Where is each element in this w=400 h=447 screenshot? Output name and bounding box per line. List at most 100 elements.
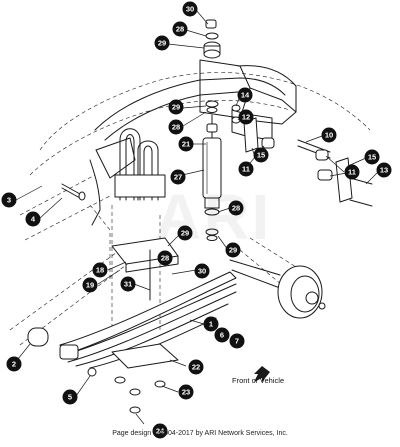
callout-number: 23 bbox=[182, 388, 190, 397]
callout-number: 11 bbox=[242, 165, 250, 174]
callout-28: 28 bbox=[172, 21, 188, 37]
callout-circle bbox=[194, 263, 210, 279]
callout-number: 28 bbox=[232, 204, 240, 213]
callout-circle bbox=[228, 200, 244, 216]
callout-number: 22 bbox=[192, 363, 200, 372]
callout-circle bbox=[168, 99, 184, 115]
callout-circle bbox=[203, 316, 219, 332]
callout-number: 6 bbox=[220, 331, 224, 340]
callout-circle bbox=[120, 276, 136, 292]
callout-number: 19 bbox=[86, 281, 94, 290]
callout-number: 13 bbox=[380, 166, 388, 175]
callout-10: 10 bbox=[321, 127, 337, 143]
callout-circle bbox=[237, 87, 253, 103]
callout-number: 30 bbox=[198, 267, 206, 276]
callout-30: 30 bbox=[182, 1, 198, 17]
callout-number: 12 bbox=[242, 113, 250, 122]
callout-circle bbox=[152, 423, 168, 439]
callout-15: 15 bbox=[364, 149, 380, 165]
callout-number: 4 bbox=[31, 215, 36, 224]
callout-circle bbox=[253, 147, 269, 163]
callout-circle bbox=[344, 164, 360, 180]
callout-31: 31 bbox=[120, 276, 136, 292]
callout-circle bbox=[62, 389, 78, 405]
callout-number: 18 bbox=[96, 266, 104, 275]
callout-circle bbox=[214, 327, 230, 343]
callout-number: 5 bbox=[68, 393, 72, 402]
bottom-plate bbox=[87, 343, 179, 414]
callout-circle bbox=[225, 242, 241, 258]
callout-circle bbox=[157, 250, 173, 266]
callout-circle bbox=[172, 21, 188, 37]
callout-number: 30 bbox=[186, 5, 194, 14]
callout-24: 24 bbox=[152, 423, 168, 439]
axle-hub bbox=[229, 259, 326, 319]
callout-number: 31 bbox=[124, 280, 132, 289]
callout-27: 27 bbox=[170, 169, 186, 185]
top-bushing-stack bbox=[203, 19, 221, 59]
callout-number: 28 bbox=[172, 123, 180, 132]
callout-21: 21 bbox=[178, 136, 194, 152]
callout-6: 6 bbox=[214, 327, 230, 343]
callout-7: 7 bbox=[229, 333, 245, 349]
callout-circle bbox=[178, 136, 194, 152]
callout-4: 4 bbox=[25, 211, 41, 227]
copyright-footer: Page design © 2004-2017 by ARI Network S… bbox=[112, 430, 288, 437]
callout-number: 14 bbox=[241, 91, 250, 100]
callout-circle bbox=[238, 109, 254, 125]
callout-29: 29 bbox=[168, 99, 184, 115]
callout-29: 29 bbox=[154, 35, 170, 51]
callout-11: 11 bbox=[238, 161, 254, 177]
callout-number: 29 bbox=[229, 246, 237, 255]
callout-circle bbox=[6, 356, 22, 372]
callout-circle bbox=[178, 384, 194, 400]
shock-absorber bbox=[202, 100, 222, 241]
callout-circle bbox=[364, 149, 380, 165]
callout-number: 15 bbox=[257, 151, 265, 160]
callout-number: 27 bbox=[174, 173, 182, 182]
callout-5: 5 bbox=[62, 389, 78, 405]
callout-number: 10 bbox=[325, 131, 333, 140]
callout-circle bbox=[25, 211, 41, 227]
front-direction-arrow bbox=[254, 366, 270, 382]
callout-circle bbox=[321, 127, 337, 143]
callout-circle bbox=[82, 277, 98, 293]
callout-circle bbox=[168, 119, 184, 135]
callout-28: 28 bbox=[168, 119, 184, 135]
callout-29: 29 bbox=[177, 225, 193, 241]
callout-12: 12 bbox=[238, 109, 254, 125]
callout-number: 3 bbox=[7, 196, 11, 205]
callout-number: 28 bbox=[176, 25, 184, 34]
front-of-vehicle-label: Front of Vehicle bbox=[232, 376, 285, 385]
callout-circle bbox=[154, 35, 170, 51]
u-bolt bbox=[114, 128, 166, 201]
callout-15: 15 bbox=[253, 147, 269, 163]
callout-28: 28 bbox=[228, 200, 244, 216]
callout-number: 24 bbox=[156, 427, 165, 436]
callout-19: 19 bbox=[82, 277, 98, 293]
callout-1: 1 bbox=[203, 316, 219, 332]
callout-circle bbox=[182, 1, 198, 17]
callout-circle bbox=[229, 333, 245, 349]
callout-number: 15 bbox=[368, 153, 376, 162]
callout-11: 11 bbox=[344, 164, 360, 180]
callout-29: 29 bbox=[225, 242, 241, 258]
callout-number: 21 bbox=[182, 140, 190, 149]
callout-circle bbox=[238, 161, 254, 177]
callout-number: 28 bbox=[161, 254, 169, 263]
callout-2: 2 bbox=[6, 356, 22, 372]
callout-number: 29 bbox=[181, 229, 189, 238]
callout-circle bbox=[188, 359, 204, 375]
callout-28: 28 bbox=[157, 250, 173, 266]
callout-18: 18 bbox=[92, 262, 108, 278]
callout-circle bbox=[376, 162, 392, 178]
callout-30: 30 bbox=[194, 263, 210, 279]
callout-number: 29 bbox=[158, 39, 166, 48]
watermark: ARI bbox=[155, 181, 272, 253]
callout-number: 29 bbox=[172, 103, 180, 112]
callout-number: 11 bbox=[348, 168, 356, 177]
callout-circle bbox=[177, 225, 193, 241]
